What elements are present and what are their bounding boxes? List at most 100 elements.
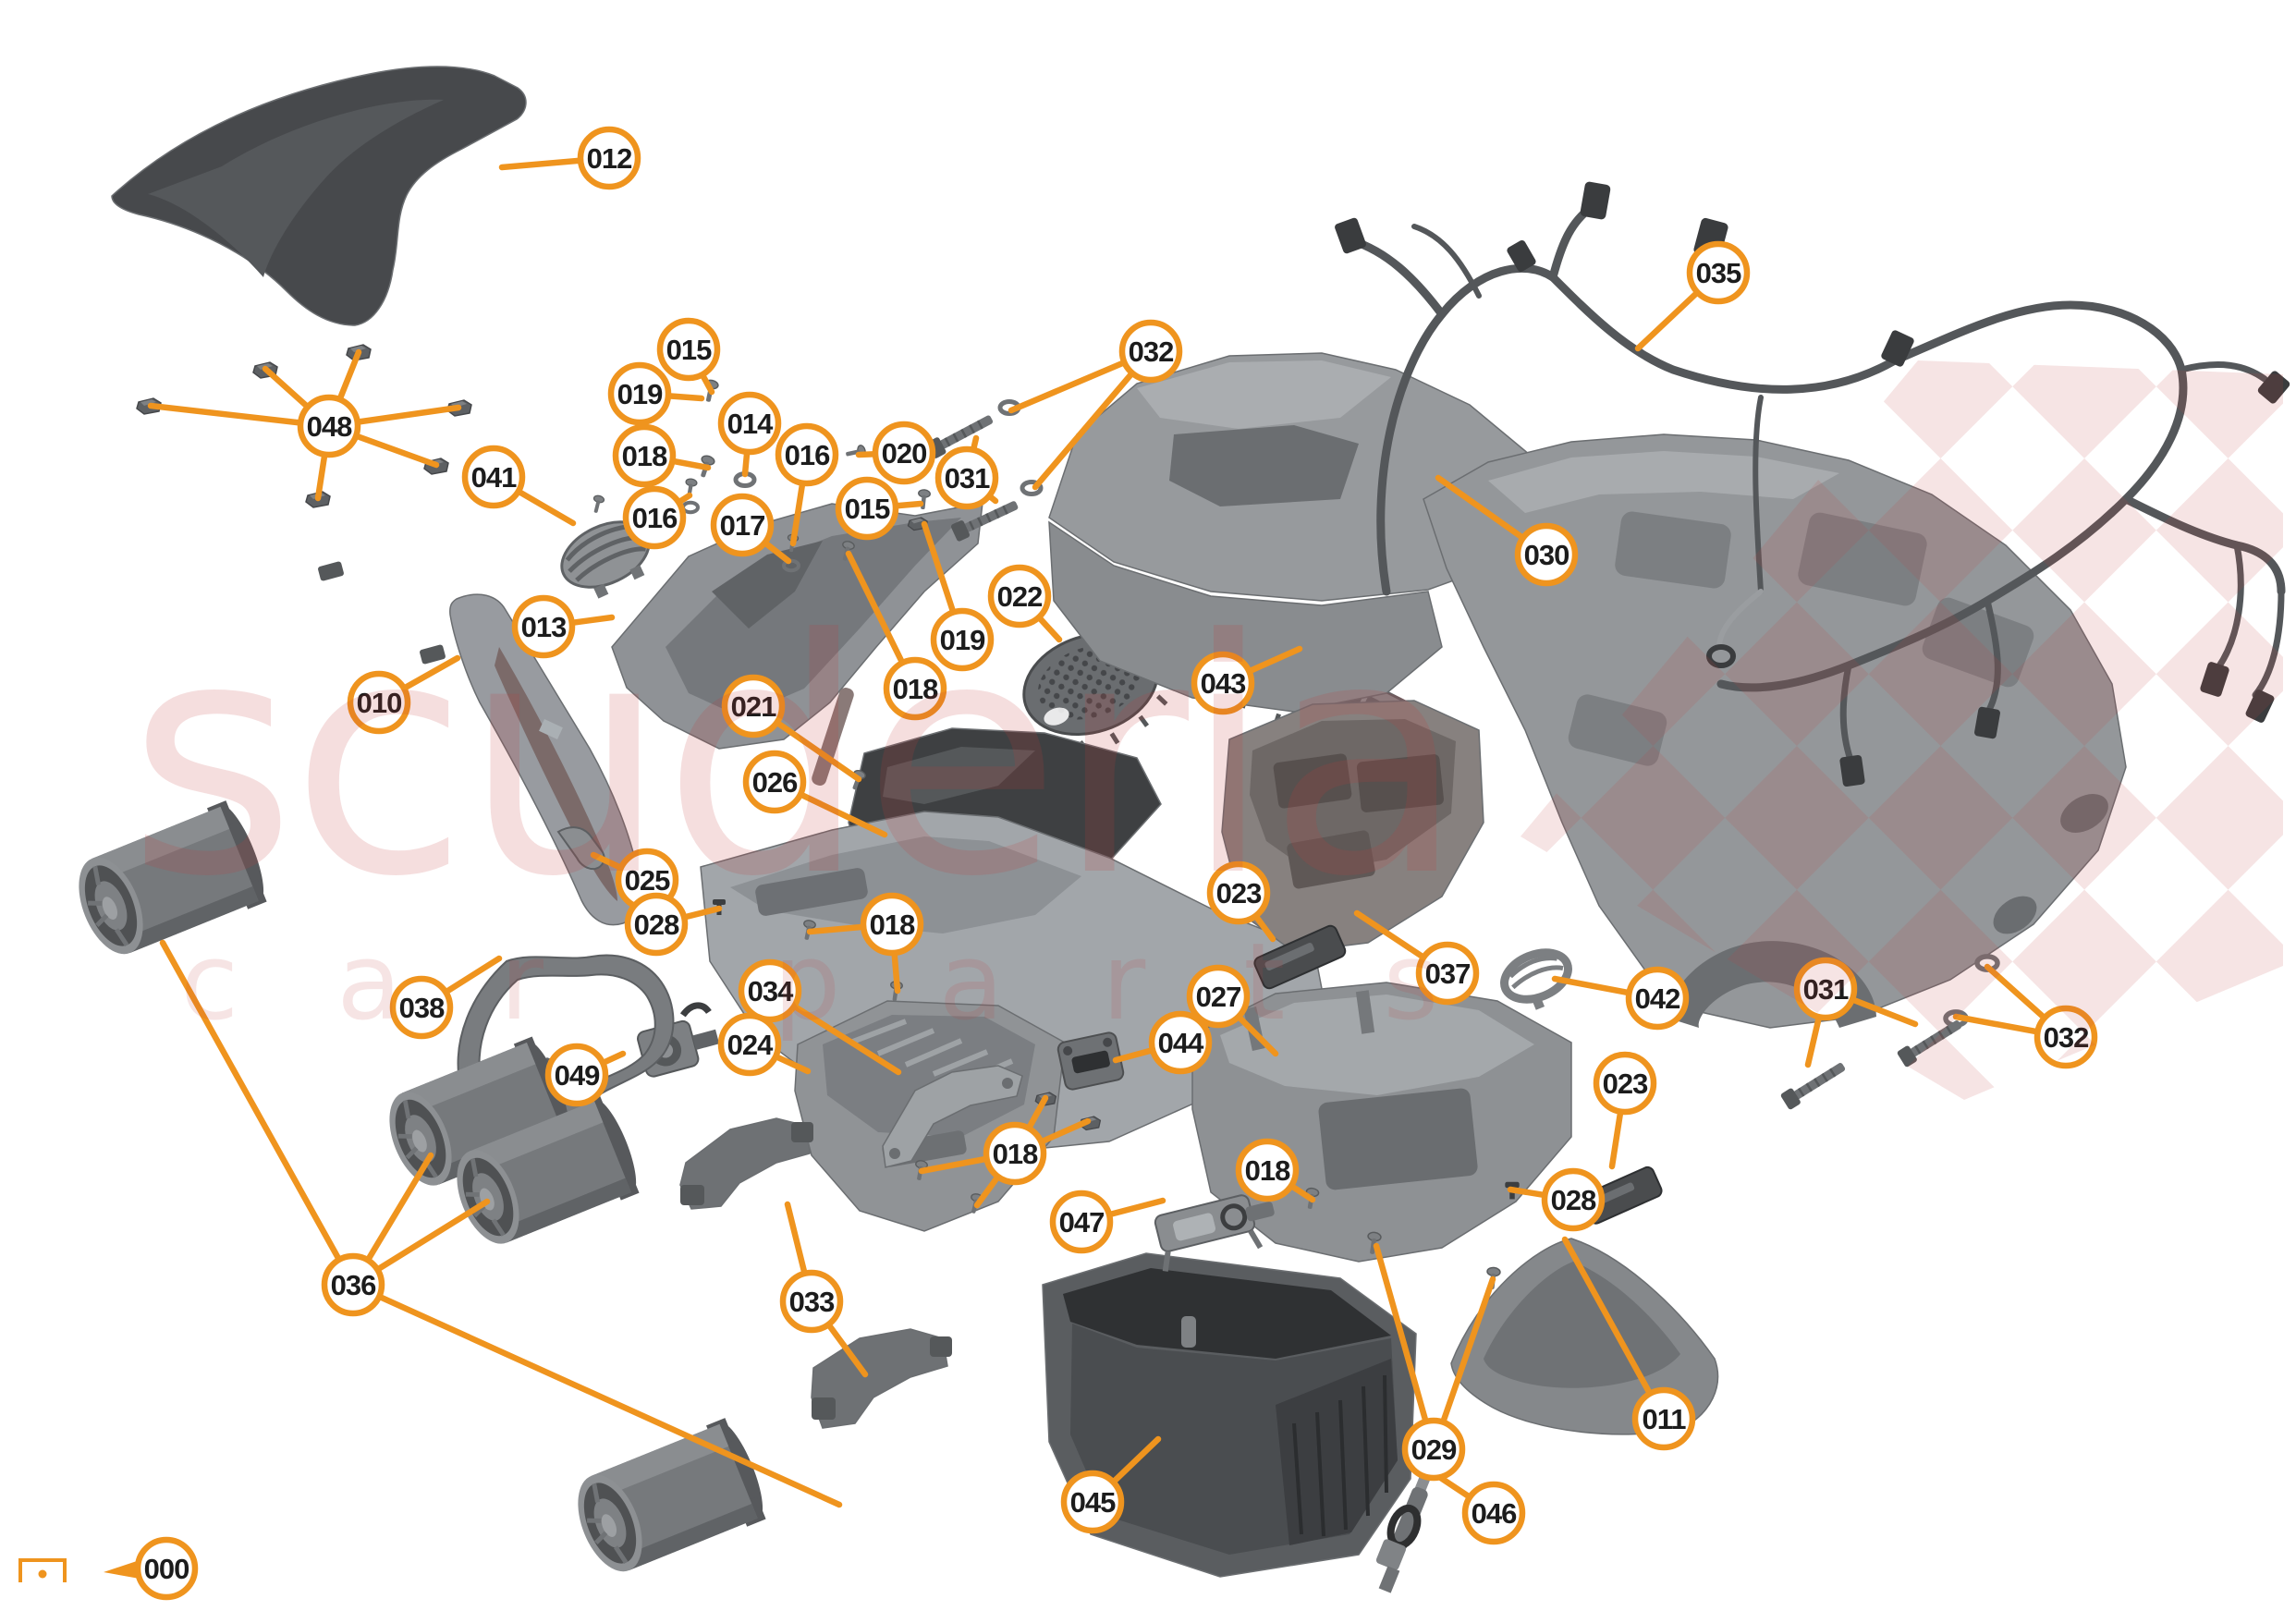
svg-text:036: 036 — [331, 1269, 376, 1301]
svg-text:044: 044 — [1158, 1027, 1204, 1059]
callout-000-0[interactable]: 000 — [134, 1536, 199, 1601]
callout-042-32[interactable]: 042 — [1625, 966, 1690, 1031]
callout-022-19[interactable]: 022 — [987, 564, 1052, 628]
callout-023-39[interactable]: 023 — [1593, 1051, 1657, 1116]
callout-034-31[interactable]: 034 — [738, 958, 802, 1023]
callout-018-7[interactable]: 018 — [612, 423, 677, 488]
callout-017-12[interactable]: 017 — [710, 493, 775, 557]
callout-014-6[interactable]: 014 — [717, 391, 782, 456]
callout-018-42[interactable]: 018 — [1235, 1138, 1300, 1202]
callout-015-4[interactable]: 015 — [656, 317, 721, 382]
part-air-duct-lower — [811, 1328, 952, 1429]
callout-029-46[interactable]: 029 — [1401, 1417, 1466, 1482]
callout-043-21[interactable]: 043 — [1191, 651, 1255, 715]
callout-012-1[interactable]: 012 — [577, 126, 641, 190]
svg-text:017: 017 — [720, 509, 765, 542]
callout-028-43[interactable]: 028 — [1541, 1167, 1606, 1232]
svg-text:031: 031 — [1803, 973, 1849, 1006]
callout-023-28[interactable]: 023 — [1206, 860, 1271, 925]
callout-045-48[interactable]: 045 — [1060, 1470, 1125, 1534]
svg-text:028: 028 — [634, 909, 679, 941]
svg-text:037: 037 — [1425, 958, 1471, 990]
callout-019-5[interactable]: 019 — [607, 361, 672, 426]
callout-018-40[interactable]: 018 — [983, 1121, 1047, 1186]
svg-text:018: 018 — [993, 1138, 1038, 1170]
callout-018-27[interactable]: 018 — [860, 892, 924, 957]
part-center-panel-slot — [755, 868, 868, 916]
svg-text:000: 000 — [144, 1553, 189, 1585]
binnacle-tab-icon — [318, 561, 344, 581]
svg-text:034: 034 — [748, 975, 794, 1007]
callout-049-36[interactable]: 049 — [544, 1043, 609, 1107]
part-center-lower-panel-top — [730, 836, 1081, 934]
callout-line-036 — [349, 1281, 843, 1508]
bracket-hole-icon — [1002, 1078, 1013, 1089]
svg-text:013: 013 — [521, 611, 567, 643]
callout-010-22[interactable]: 010 — [347, 670, 411, 735]
callout-033-45[interactable]: 033 — [779, 1269, 844, 1334]
svg-text:011: 011 — [1642, 1403, 1686, 1435]
svg-text:022: 022 — [997, 580, 1043, 613]
callout-011-47[interactable]: 011 — [1631, 1386, 1696, 1451]
svg-text:033: 033 — [789, 1286, 835, 1318]
callout-line-011 — [1561, 1236, 1667, 1422]
svg-text:026: 026 — [752, 766, 798, 799]
callout-030-16[interactable]: 030 — [1514, 522, 1579, 587]
callout-035-15[interactable]: 035 — [1686, 240, 1751, 305]
callout-048-2[interactable]: 048 — [297, 394, 361, 458]
svg-text:015: 015 — [666, 334, 712, 366]
callout-038-30[interactable]: 038 — [389, 975, 454, 1040]
part-air-vent-1 — [65, 798, 274, 967]
part-air-vent-4 — [564, 1415, 773, 1584]
svg-text:029: 029 — [1411, 1434, 1457, 1466]
callout-044-38[interactable]: 044 — [1148, 1010, 1213, 1075]
svg-text:019: 019 — [940, 624, 985, 656]
part-carrier-cowl-recess — [1169, 425, 1359, 506]
svg-text:023: 023 — [1603, 1068, 1648, 1100]
part-trim-panel-dark-face — [883, 747, 1035, 804]
callout-026-23[interactable]: 026 — [742, 750, 807, 814]
callout-024-37[interactable]: 024 — [717, 1012, 782, 1077]
part-binnacle-cover — [111, 66, 527, 326]
part-carrier-beam — [1423, 433, 2127, 1029]
part-thin-strip — [812, 688, 854, 786]
callout-037-29[interactable]: 037 — [1415, 941, 1480, 1006]
callout-041-3[interactable]: 041 — [461, 445, 526, 509]
callout-016-8[interactable]: 016 — [775, 422, 839, 487]
svg-text:035: 035 — [1696, 257, 1741, 289]
callout-031-10[interactable]: 031 — [934, 445, 999, 510]
callout-036-44[interactable]: 036 — [321, 1252, 385, 1317]
callout-021-24[interactable]: 021 — [721, 674, 786, 738]
svg-text:012: 012 — [587, 142, 632, 175]
svg-text:047: 047 — [1059, 1206, 1105, 1239]
callout-018-20[interactable]: 018 — [883, 656, 947, 721]
callout-046-49[interactable]: 046 — [1461, 1481, 1526, 1545]
svg-text:041: 041 — [471, 461, 517, 494]
svg-text:021: 021 — [731, 690, 776, 723]
svg-text:038: 038 — [399, 992, 445, 1024]
callout-031-33[interactable]: 031 — [1793, 957, 1858, 1021]
callout-013-17[interactable]: 013 — [511, 594, 576, 659]
svg-text:046: 046 — [1472, 1497, 1517, 1530]
part-glovebox-lock — [1154, 1194, 1275, 1272]
callout-032-14[interactable]: 032 — [1118, 319, 1183, 384]
svg-text:019: 019 — [617, 378, 663, 410]
callout-019-18[interactable]: 019 — [930, 607, 995, 672]
svg-text:016: 016 — [632, 502, 678, 534]
callout-028-26[interactable]: 028 — [624, 892, 689, 957]
callout-047-41[interactable]: 047 — [1049, 1190, 1114, 1254]
callout-032-34[interactable]: 032 — [2033, 1005, 2098, 1069]
part-carrier-lower — [1048, 520, 1443, 713]
part-flat-bracket — [882, 1065, 1023, 1168]
part-module-a — [1253, 924, 1347, 990]
callout-020-9[interactable]: 020 — [872, 421, 936, 485]
svg-text:018: 018 — [622, 440, 667, 472]
svg-text:018: 018 — [893, 673, 938, 705]
callout-015-13[interactable]: 015 — [835, 476, 899, 541]
svg-text:015: 015 — [845, 493, 890, 525]
legend-wedge — [104, 1560, 140, 1579]
callout-027-35[interactable]: 027 — [1186, 964, 1251, 1029]
callout-016-11[interactable]: 016 — [622, 485, 687, 550]
svg-text:023: 023 — [1216, 877, 1262, 909]
svg-text:042: 042 — [1635, 982, 1680, 1015]
